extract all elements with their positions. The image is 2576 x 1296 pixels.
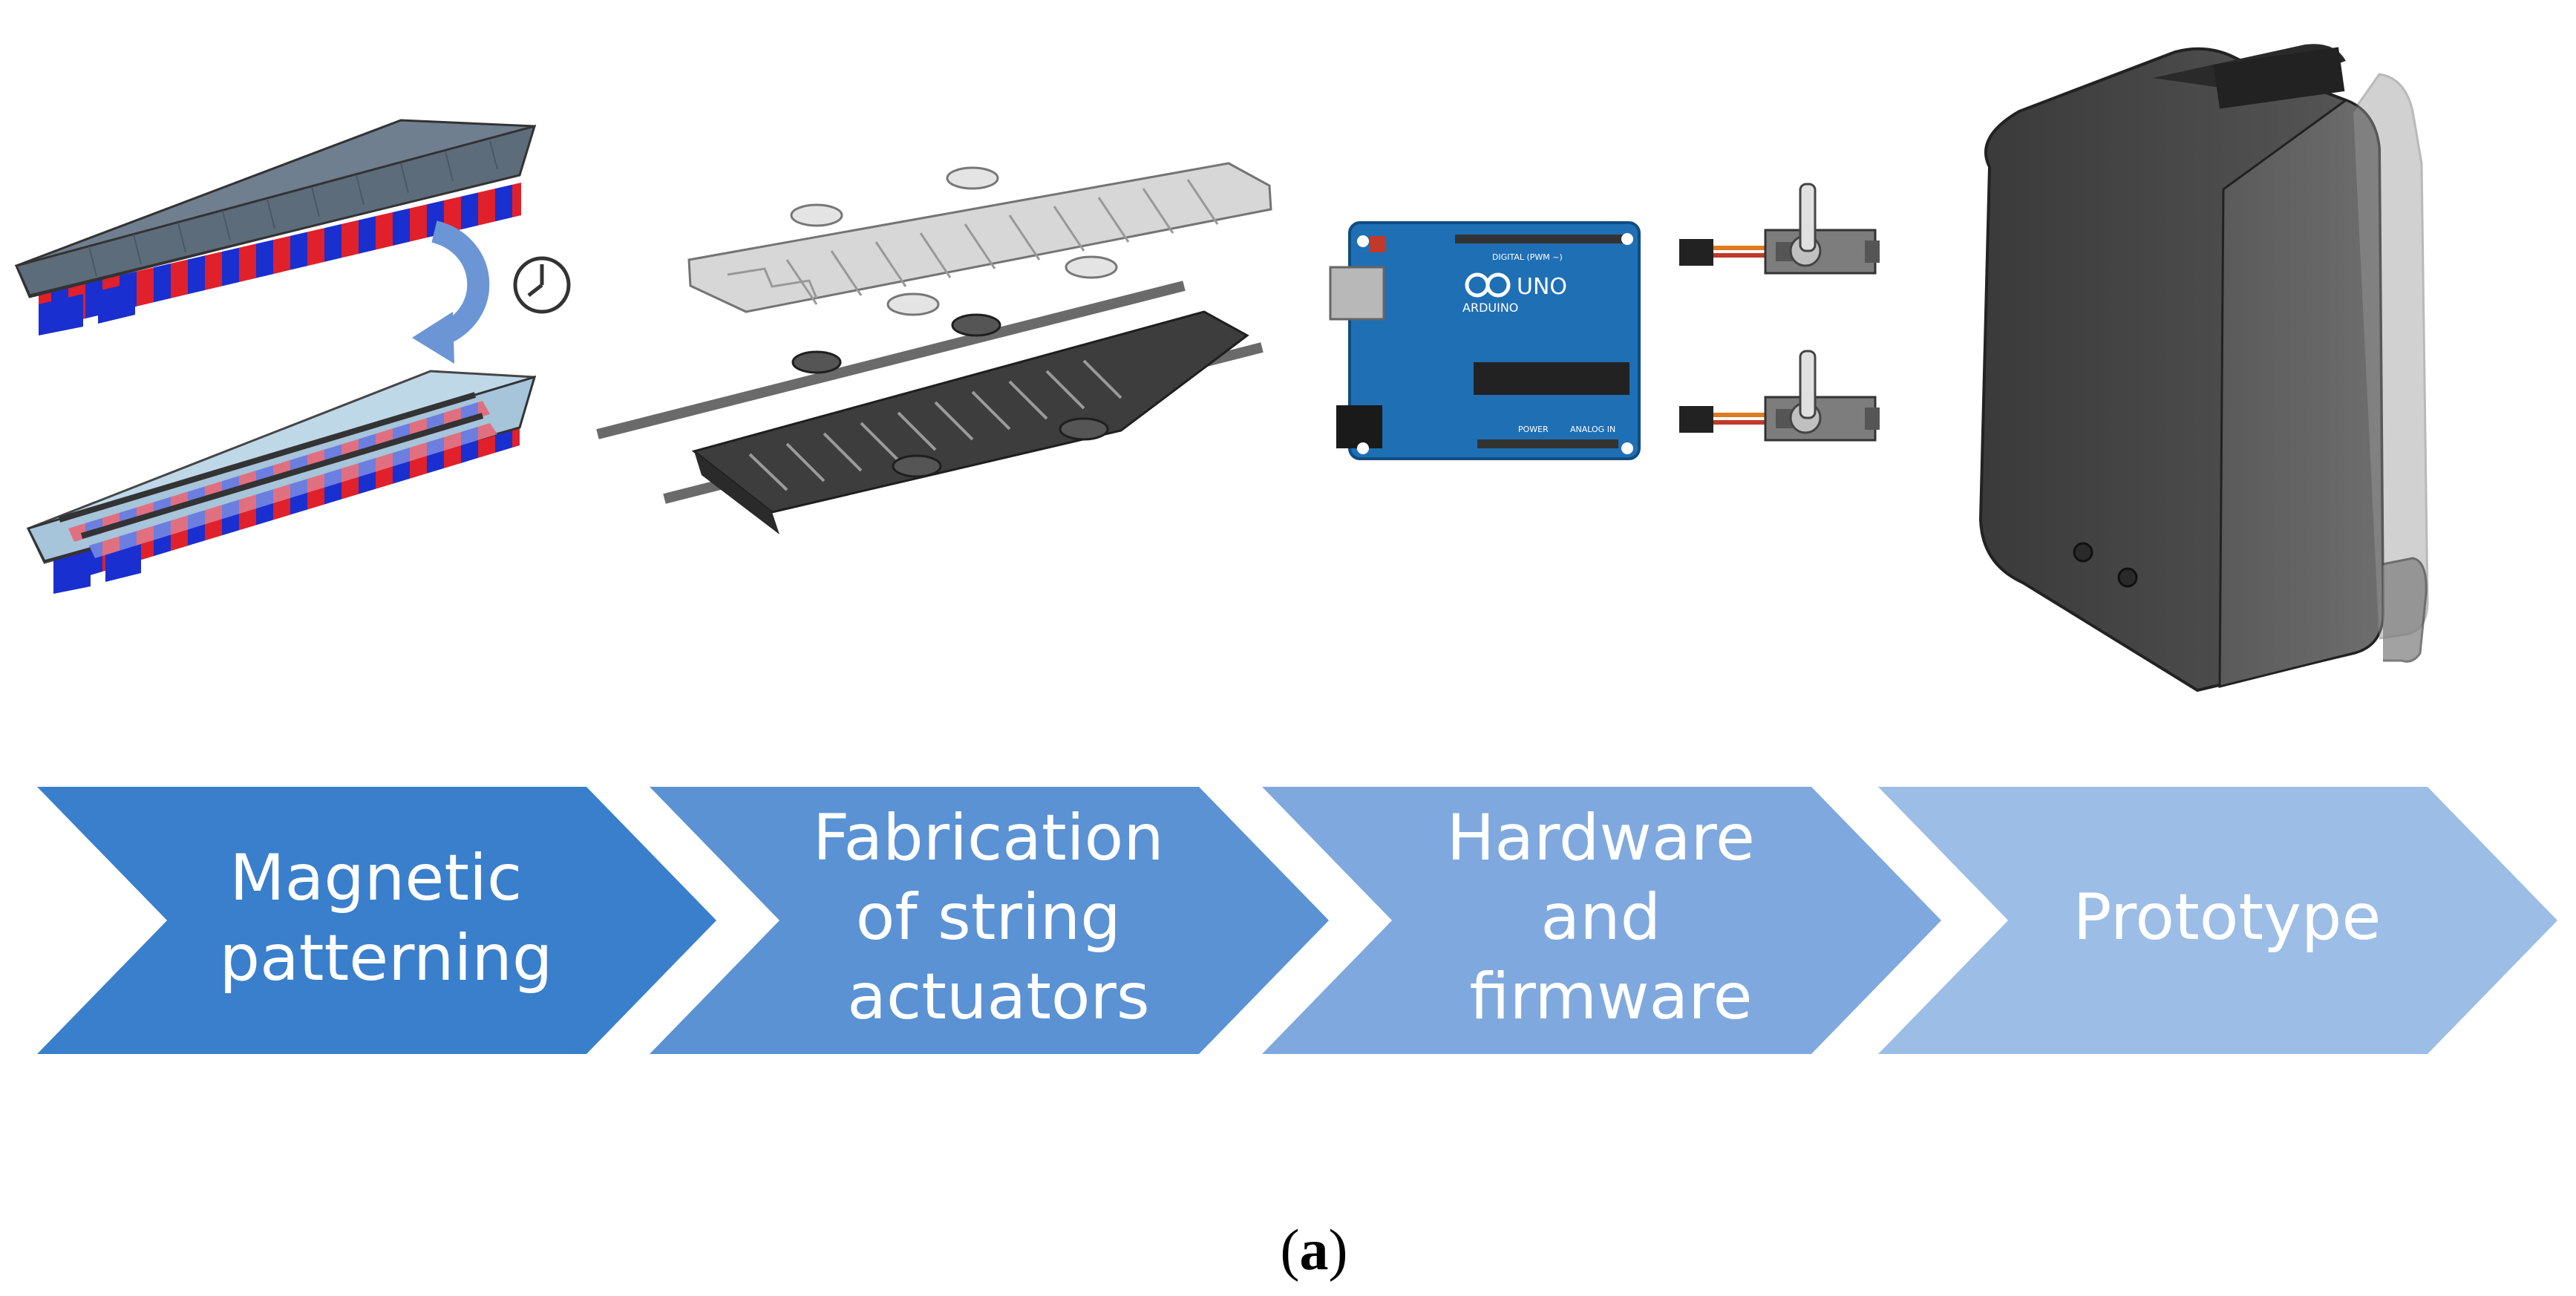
microcontroller-chip bbox=[1474, 362, 1629, 395]
step-prototype: Prototype bbox=[1878, 787, 2557, 1054]
mold-top-half bbox=[687, 162, 1272, 316]
step-label-line: Prototype bbox=[2073, 880, 2382, 955]
board-model: UNO bbox=[1517, 274, 1567, 300]
mold-bottom-half bbox=[691, 310, 1249, 534]
svg-text:Fabrication of string: Fabrication of string actuators bbox=[813, 801, 1184, 1034]
figure-caption: (a) bbox=[1281, 1217, 1348, 1282]
prototype-enclosure-illustration bbox=[1978, 44, 2429, 693]
step-label-line: firmware bbox=[1469, 960, 1752, 1034]
step-label-line: actuators bbox=[847, 960, 1149, 1034]
string-actuator-mold-illustration bbox=[596, 162, 1272, 534]
servo-motor-bottom bbox=[1679, 350, 1880, 442]
board-power-label: POWER bbox=[1518, 425, 1549, 434]
step-label-line: of string bbox=[856, 880, 1121, 955]
step-label-line: Magnetic bbox=[229, 841, 522, 915]
magnet-mold-top bbox=[14, 119, 537, 336]
magnetic-patterning-illustration bbox=[14, 119, 571, 594]
board-brand: ARDUINO bbox=[1462, 301, 1518, 315]
arduino-board-illustration: UNO ARDUINO DIGITAL (PWM ~) POWER ANALOG… bbox=[1329, 221, 1641, 460]
step-fabrication: Fabrication of string actuators bbox=[650, 787, 1329, 1054]
rod-upper bbox=[596, 281, 1186, 439]
step-label-line: patterning bbox=[220, 921, 553, 995]
clock-icon bbox=[513, 256, 571, 314]
svg-text:Magnetic patterning: Magnetic patterning bbox=[220, 841, 553, 995]
magnet-mold-bottom bbox=[26, 370, 537, 594]
svg-text:Hardware and f: Hardware and firmware bbox=[1447, 801, 1776, 1034]
step-label-line: Hardware bbox=[1447, 801, 1755, 875]
step-hardware: Hardware and firmware bbox=[1262, 787, 1941, 1054]
curved-arrow-icon bbox=[412, 220, 490, 364]
step-label-line: and bbox=[1540, 880, 1661, 955]
port-hole bbox=[2117, 567, 2138, 588]
servo-motor-top bbox=[1679, 183, 1880, 275]
power-jack bbox=[1336, 405, 1382, 448]
step-label-line: Fabrication bbox=[813, 801, 1164, 875]
usb-port bbox=[1329, 266, 1385, 321]
process-flow: Magnetic patterning Fabrication of strin… bbox=[37, 787, 2557, 1054]
top-slot bbox=[2213, 47, 2345, 109]
svg-text:Prototype: Prototype bbox=[2073, 880, 2382, 955]
port-hole bbox=[2073, 542, 2093, 563]
step-magnetic-patterning: Magnetic patterning bbox=[37, 787, 716, 1054]
board-analog-label: ANALOG IN bbox=[1570, 425, 1615, 434]
board-digital-label: DIGITAL (PWM ~) bbox=[1492, 252, 1563, 262]
